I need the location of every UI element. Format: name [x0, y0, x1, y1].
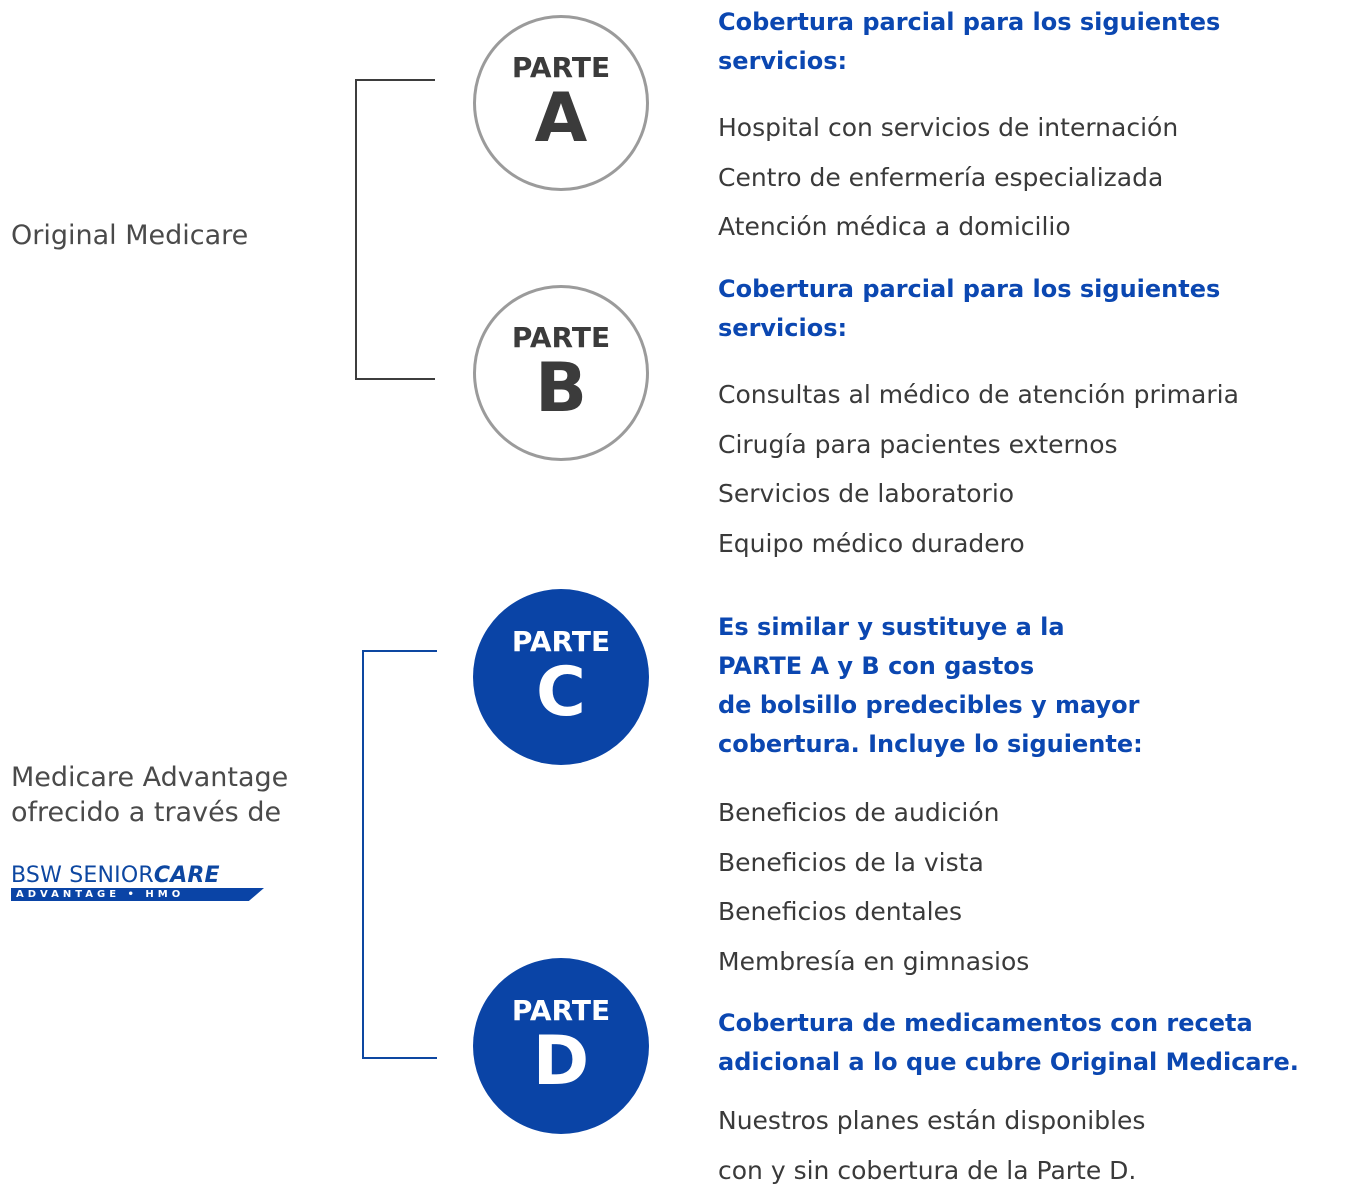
list-item: Beneficios de la vista [718, 838, 1338, 888]
list-item: Centro de enfermería especializada [718, 153, 1338, 203]
list-item: Servicios de laboratorio [718, 469, 1338, 519]
part-a-heading: Cobertura parcial para los siguientes se… [718, 3, 1338, 81]
list-item: Consultas al médico de atención primaria [718, 370, 1338, 420]
list-item: Hospital con servicios de internación [718, 103, 1338, 153]
logo-brand-bold: CARE [154, 863, 220, 888]
part-a-letter: A [535, 85, 588, 153]
part-a-circle: PARTE A [473, 15, 649, 191]
bsw-seniorcare-logo: BSW SENIORCARE ADVANTAGE • HMO [11, 864, 271, 904]
list-item: Beneficios de audición [718, 788, 1338, 838]
logo-brand-regular: BSW SENIOR [11, 863, 154, 888]
part-d-heading: Cobertura de medicamentos con receta adi… [718, 1004, 1338, 1082]
logo-brand: BSW SENIORCARE [11, 864, 271, 888]
heading-line: Cobertura de medicamentos con receta [718, 1004, 1338, 1043]
part-c-heading: Es similar y sustituye a la PARTE A y B … [718, 608, 1338, 764]
part-c-benefits: Beneficios de audición Beneficios de la … [718, 788, 1338, 986]
list-item: Membresía en gimnasios [718, 937, 1338, 987]
part-d-circle: PARTE D [473, 958, 649, 1134]
list-item: Atención médica a domicilio [718, 202, 1338, 252]
original-medicare-bracket [355, 79, 435, 380]
heading-line: PARTE A y B con gastos [718, 647, 1338, 686]
part-c-letter: C [536, 659, 586, 727]
part-b-circle: PARTE B [473, 285, 649, 461]
original-medicare-label: Original Medicare [11, 218, 248, 253]
heading-line: de bolsillo predecibles y mayor [718, 686, 1338, 725]
part-d-notes: Nuestros planes están disponibles con y … [718, 1096, 1338, 1195]
part-b-heading: Cobertura parcial para los siguientes se… [718, 270, 1338, 348]
heading-line: adicional a lo que cubre Original Medica… [718, 1043, 1338, 1082]
medicare-advantage-label-line1: Medicare Advantage [11, 760, 288, 795]
heading-line: Es similar y sustituye a la [718, 608, 1338, 647]
part-a-services: Hospital con servicios de internación Ce… [718, 103, 1338, 252]
part-b-letter: B [535, 355, 587, 423]
list-item: Beneficios dentales [718, 887, 1338, 937]
list-item: Nuestros planes están disponibles [718, 1096, 1338, 1146]
medicare-advantage-label: Medicare Advantage ofrecido a través de [11, 760, 288, 830]
list-item: Equipo médico duradero [718, 519, 1338, 569]
part-b-services: Consultas al médico de atención primaria… [718, 370, 1338, 568]
part-d-letter: D [533, 1028, 589, 1096]
part-c-circle: PARTE C [473, 589, 649, 765]
medicare-advantage-bracket [362, 650, 437, 1059]
medicare-advantage-label-line2: ofrecido a través de [11, 795, 288, 830]
list-item: Cirugía para pacientes externos [718, 420, 1338, 470]
logo-tagline: ADVANTAGE • HMO [16, 889, 184, 900]
heading-line: cobertura. Incluye lo siguiente: [718, 725, 1338, 764]
list-item: con y sin cobertura de la Parte D. [718, 1146, 1338, 1195]
